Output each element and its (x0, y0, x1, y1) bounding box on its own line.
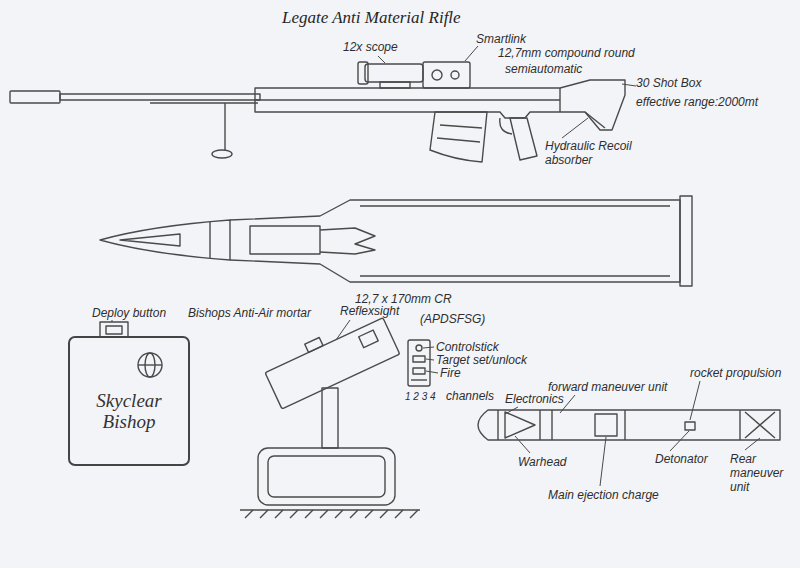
part-label: Warhead (518, 455, 566, 469)
leader-lines (112, 46, 760, 486)
part-label: Deploy button (92, 306, 166, 320)
part-label: semiautomatic (505, 62, 582, 76)
part-label: (APDSFSG) (420, 312, 485, 326)
part-label: 12,7 x 170mm CR (355, 292, 452, 306)
part-label: Hydraulic Recoil absorber (545, 139, 645, 167)
part-label: Fire (440, 366, 461, 380)
part-label: channels (446, 389, 494, 403)
part-label: rocket propulsion (690, 366, 781, 380)
part-label: Target set/unlock (436, 353, 527, 367)
part-label: Bishops Anti-Air mortar (188, 306, 311, 320)
part-label: effective range:2000mt (636, 95, 758, 109)
part-label: 12,7mm compound round (498, 46, 635, 60)
part-label: Rear maneuver unit (730, 452, 792, 494)
part-label: Controlstick (436, 340, 499, 354)
briefcase-drawing (100, 322, 162, 377)
briefcase-box: Skyclear Bishop (68, 336, 190, 466)
mortar-drawing (240, 310, 430, 518)
part-label: Main ejection charge (548, 488, 659, 502)
part-label: 12x scope (343, 40, 398, 54)
rifle-drawing (10, 62, 625, 162)
part-label: Electronics (505, 392, 564, 406)
part-label: Reflexsight (340, 304, 399, 318)
case-lettering: Skyclear Bishop (76, 390, 182, 432)
drawing-title: Legate Anti Material Rifle (282, 8, 461, 28)
part-label: forward maneuver unit (548, 380, 667, 394)
cartridge-drawing (100, 196, 692, 286)
part-label: 1 2 3 4 (405, 390, 436, 404)
part-label: 30 Shot Box (636, 76, 701, 90)
part-label: Detonator (655, 452, 708, 466)
rocket-drawing (478, 410, 780, 440)
part-label: Smartlink (476, 32, 526, 46)
